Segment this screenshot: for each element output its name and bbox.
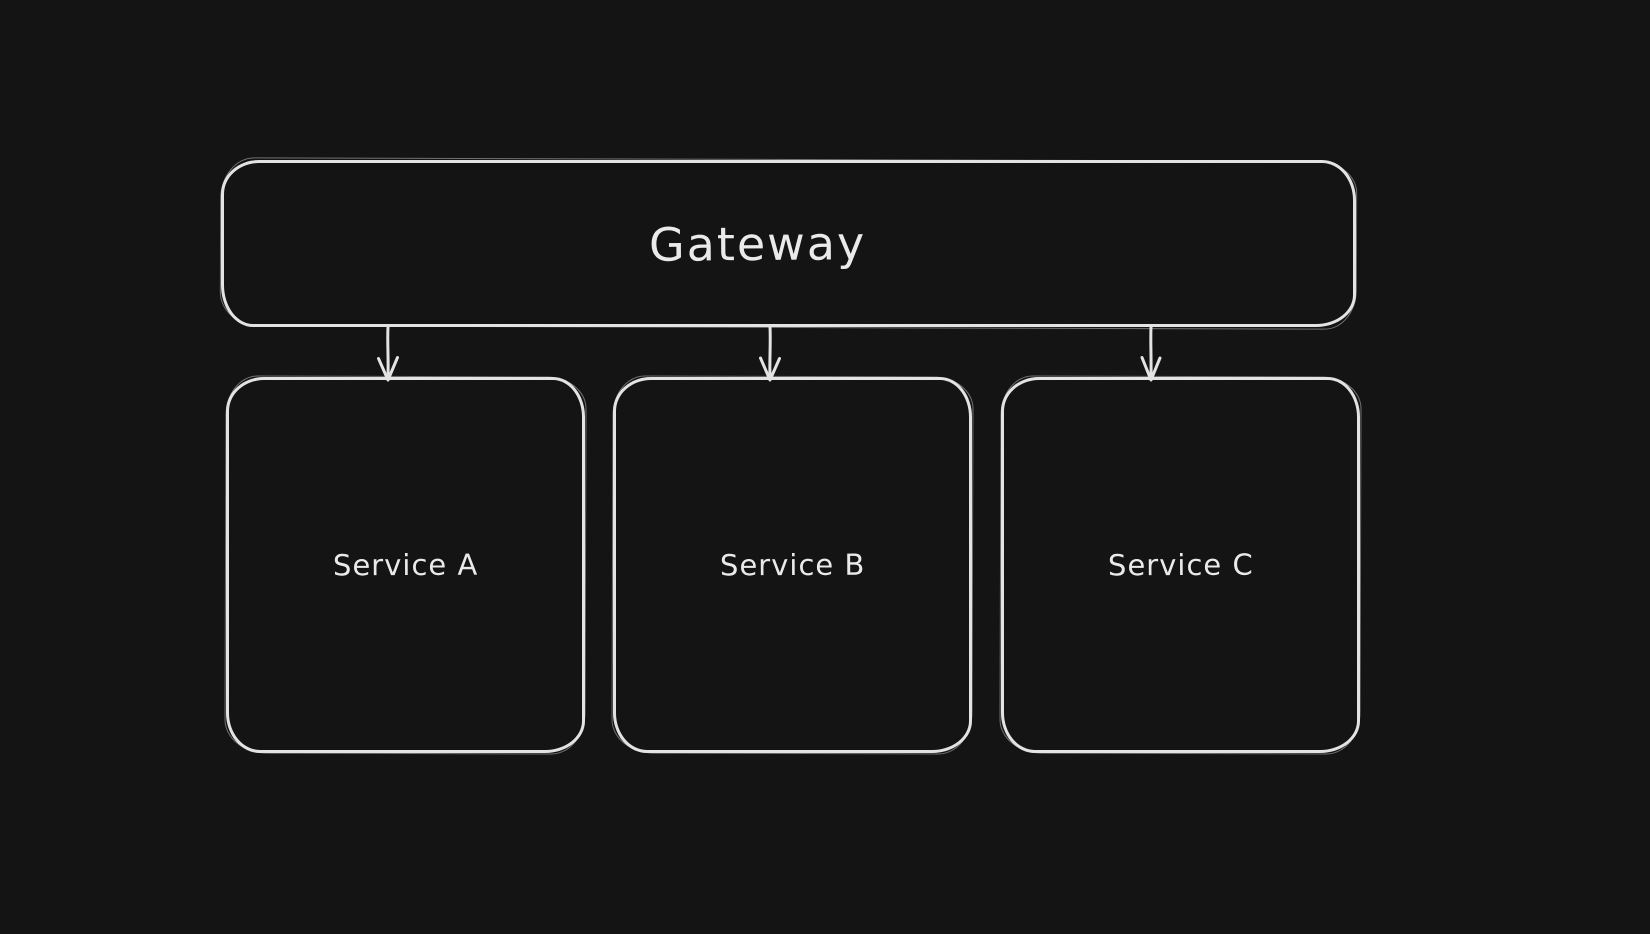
node-service-c[interactable]: Service C (1001, 377, 1360, 753)
node-service-b-label: Service B (719, 547, 866, 583)
node-service-a-label: Service A (332, 547, 479, 583)
node-gateway-label: Gateway (648, 215, 867, 272)
node-service-c-label: Service C (1107, 547, 1254, 583)
node-gateway[interactable]: Gateway (221, 160, 1356, 327)
edge-gateway-to-service-c[interactable] (1129, 325, 1173, 383)
edge-gateway-to-service-b[interactable] (748, 325, 792, 383)
edge-gateway-to-service-a[interactable] (366, 325, 410, 383)
node-service-a[interactable]: Service A (226, 377, 585, 753)
node-service-b[interactable]: Service B (613, 377, 972, 753)
